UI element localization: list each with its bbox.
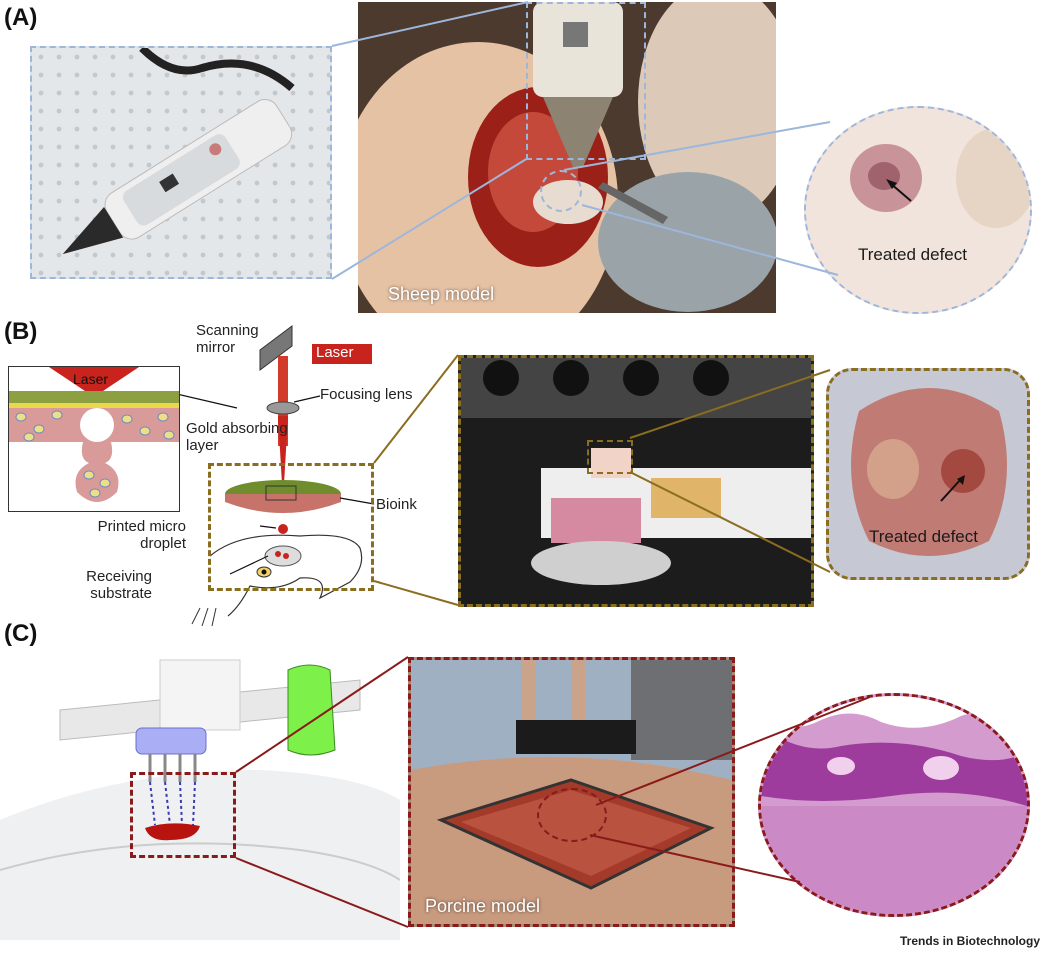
- receiving-substrate-label: Receiving substrate: [86, 568, 152, 602]
- gold-absorbing-layer-label: Gold absorbing layer: [186, 420, 288, 454]
- focusing-lens-label: Focusing lens: [320, 386, 413, 403]
- connector-lines-c: [235, 656, 871, 928]
- device-photo: [30, 46, 332, 279]
- treated-defect-label-b: Treated defect: [869, 527, 978, 546]
- laser-label-inset: Laser: [73, 371, 109, 387]
- zoom-circle-graft: [537, 788, 607, 842]
- zoom-box-device: [526, 2, 646, 160]
- bioink-label: Bioink: [376, 496, 417, 513]
- porcine-model-label: Porcine model: [425, 896, 541, 916]
- connector-lines-a: [331, 1, 839, 280]
- porcine-photo: Porcine model: [408, 657, 735, 927]
- zoom-box-sample: [587, 440, 633, 474]
- zoom-circle-defect: [540, 170, 582, 212]
- defect-closeup-b: Treated defect: [826, 368, 1030, 580]
- printing-schematic: [180, 325, 375, 626]
- sheep-surgery-photo: Sheep model: [358, 2, 776, 313]
- bioprinter-photo: [458, 355, 814, 607]
- lift-schematic: Laser: [8, 366, 180, 512]
- panel-label-b: (B): [4, 318, 38, 345]
- connector-lines-b: [373, 354, 831, 606]
- defect-closeup-a: Treated defect: [804, 106, 1032, 314]
- panel-label-a: (A): [4, 4, 38, 31]
- journal-footer: Trends in Biotechnology: [899, 934, 1040, 948]
- panel-label-c: (C): [4, 620, 38, 647]
- printed-droplet-label: Printed micro droplet: [97, 518, 186, 552]
- treated-defect-label-a: Treated defect: [858, 245, 967, 264]
- zoom-box-render: [130, 772, 236, 858]
- scanning-mirror-label: Scanning mirror: [196, 322, 259, 356]
- sheep-model-label: Sheep model: [388, 284, 495, 304]
- laser-label-main: Laser: [316, 344, 354, 361]
- zoom-box-schematic: [208, 463, 374, 591]
